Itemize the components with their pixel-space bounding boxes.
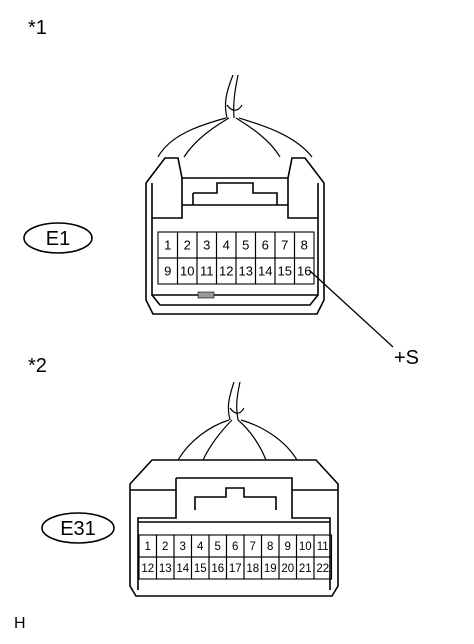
view2-pin-label: 21	[299, 563, 312, 575]
view2-pin-cell	[313, 556, 333, 580]
view1-pin-label: 8	[301, 238, 308, 253]
view2-pin-label: 6	[232, 541, 238, 553]
view1-pin-label: 11	[200, 264, 214, 279]
view1-marker: *1	[28, 17, 47, 39]
view2-pin-label: 10	[299, 541, 312, 553]
view1-connector-body	[145, 157, 325, 315]
view2-pin-label: 22	[316, 563, 329, 575]
view1-pin-label: 7	[281, 238, 288, 253]
view2-pin-label: 16	[211, 563, 224, 575]
view2-pin-label: 8	[267, 541, 273, 553]
view1-pin-label: 14	[258, 264, 272, 279]
view2-pin-label: 7	[250, 541, 256, 553]
view2-pin-label: 5	[215, 541, 221, 553]
view1-pin-label: 10	[180, 264, 194, 279]
view2-pin-label: 19	[264, 563, 277, 575]
view2-pin-label: 1	[145, 541, 151, 553]
view1-pin-label: 13	[239, 264, 253, 279]
view1-pin-label: 3	[203, 238, 210, 253]
view1-pin-label: 16	[297, 264, 311, 279]
view1-pin-label: 2	[184, 238, 191, 253]
view2-pin-label: 15	[194, 563, 207, 575]
view2-pin-label: 18	[246, 563, 259, 575]
view1-connector-id-badge: E1	[23, 222, 93, 254]
view1-pin-cell	[293, 257, 315, 285]
view2-pin-label: 12	[141, 563, 154, 575]
view1-pin-label: 1	[164, 238, 171, 253]
view1-connector-id: E1	[46, 228, 70, 250]
view1-pin-label: 6	[262, 238, 269, 253]
view1-pin-label: 15	[278, 264, 292, 279]
view2-connector-body	[129, 459, 339, 597]
view1-callout-leader	[308, 269, 394, 348]
view2-pin-label: 3	[180, 541, 186, 553]
footer-mark: H	[14, 615, 26, 632]
view2-pin-label: 9	[285, 541, 291, 553]
view1-wire-harness	[157, 74, 313, 158]
view2-pin-label: 17	[229, 563, 242, 575]
view2-connector-id-badge: E31	[41, 512, 115, 544]
view1-bottom-latch	[197, 291, 215, 299]
view2-pin-label: 11	[317, 541, 329, 553]
view1-callout-label: +S	[394, 347, 419, 369]
view2-pin-label: 13	[159, 563, 172, 575]
view2-pin-label: 14	[176, 563, 189, 575]
view2-pin-label: 20	[281, 563, 294, 575]
view2-pin-label: 4	[197, 541, 204, 553]
view2-wire-harness	[177, 381, 298, 461]
view1-pin-label: 5	[242, 238, 249, 253]
view2-pin-label: 2	[162, 541, 168, 553]
view1-pin-label: 4	[223, 238, 230, 253]
view2-connector-id: E31	[60, 518, 96, 540]
view1-pin-label: 9	[164, 264, 171, 279]
view2-marker: *2	[28, 355, 47, 377]
view1-pin-label: 12	[219, 264, 233, 279]
